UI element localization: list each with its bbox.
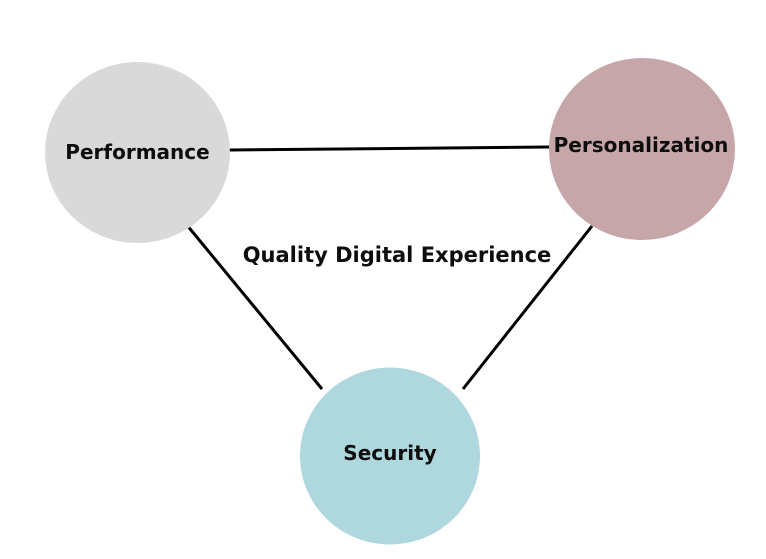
node-security-circle xyxy=(300,367,480,545)
node-performance-circle xyxy=(45,62,230,243)
edge-performance-personalization xyxy=(228,145,550,152)
node-label-performance: Performance xyxy=(65,140,209,164)
edge-personalization-security xyxy=(461,225,594,390)
node-label-security: Security xyxy=(343,441,436,465)
center-label: Quality Digital Experience xyxy=(243,243,552,267)
node-label-personalization: Personalization xyxy=(554,133,729,157)
node-personalization-circle xyxy=(549,58,735,240)
edge-performance-security xyxy=(184,223,324,390)
